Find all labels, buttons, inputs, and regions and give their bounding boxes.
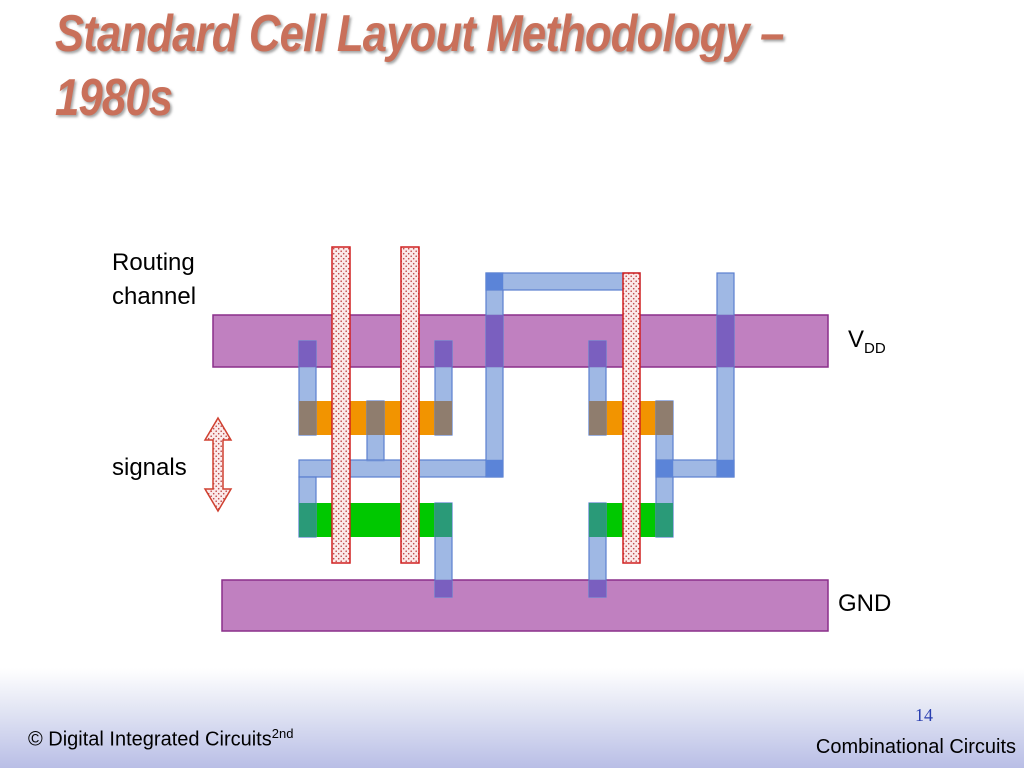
gnd-rail (221, 579, 829, 632)
footer-section: Combinational Circuits (815, 736, 1016, 758)
footer-band (0, 668, 1024, 768)
footer-copyright: © Digital Integrated Circuits2nd (28, 726, 293, 752)
vdd-label-main: V (848, 326, 865, 353)
vdd-label: VDD (848, 323, 886, 366)
footer-edition: 2nd (271, 726, 294, 741)
vdd-label-subscript: DD (864, 339, 886, 357)
poly-gate-2 (400, 246, 420, 564)
slide-title: Standard Cell Layout Methodology – 1980s (55, 5, 784, 127)
nmos-diffusion-left (299, 503, 452, 537)
page-number: 14 (915, 705, 933, 725)
gnd-label: GND (838, 590, 892, 617)
double-arrow-icon (203, 416, 233, 513)
poly-gate-1 (331, 246, 351, 564)
signals-label: signals (112, 454, 187, 481)
footer-copyright-text: © Digital Integrated Circuits (28, 728, 272, 751)
contacts (299, 273, 734, 597)
routing-channel-label: Routing channel (112, 249, 197, 310)
poly-gate-3 (622, 272, 641, 564)
